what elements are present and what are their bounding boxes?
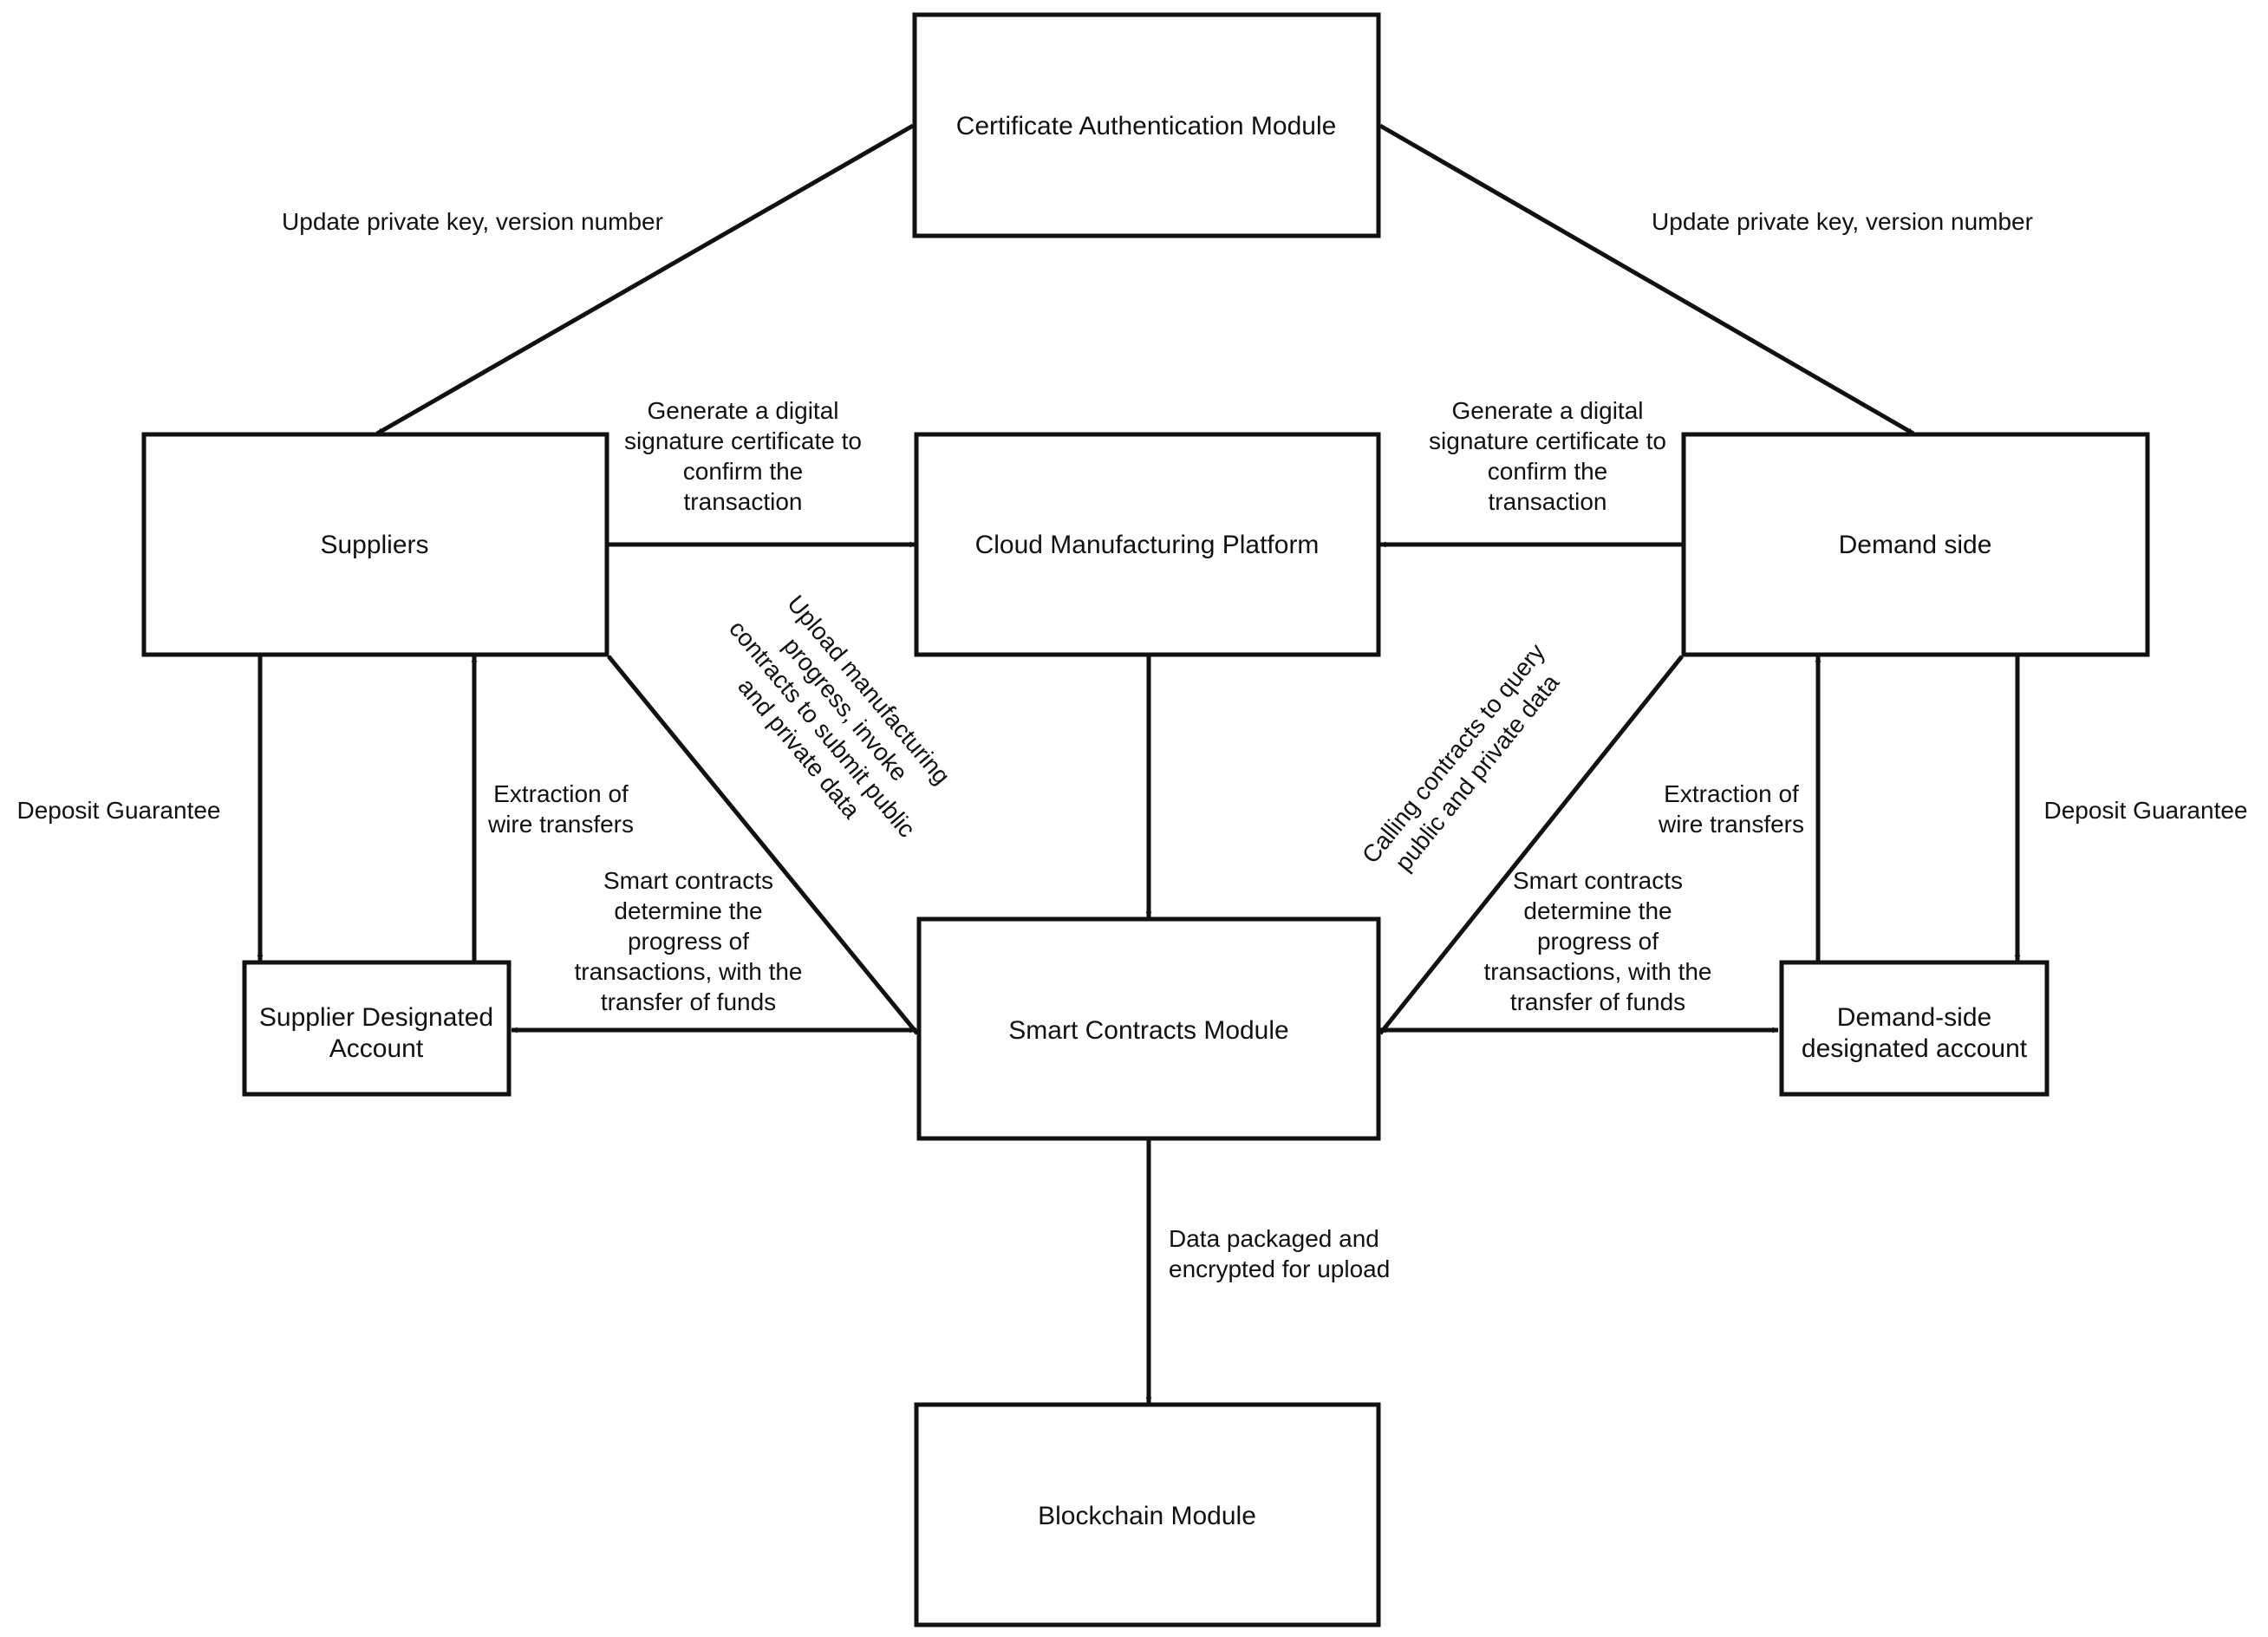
label-package-upload-line-2: encrypted for upload <box>1169 1255 1390 1282</box>
arrow-demand-to-contracts <box>1378 655 1684 1035</box>
label-extract-right-line-2: wire transfers <box>1658 811 1804 838</box>
label-sign-right: Generate a digital signature certificate… <box>1429 397 1666 515</box>
edge-query-contracts <box>1378 655 1684 1035</box>
label-sign-right-line-4: transaction <box>1489 488 1607 515</box>
node-supplier-account-label-line-1: Supplier Designated <box>259 1003 493 1032</box>
label-query-contracts-line-2: public and private data <box>1390 668 1565 876</box>
node-cloud-platform: Cloud Manufacturing Platform <box>914 432 1381 657</box>
label-sign-left-line-3: confirm the <box>683 458 804 485</box>
arrow-certificate-to-demand <box>1378 123 1915 436</box>
label-sign-left-line-1: Generate a digital <box>647 397 838 424</box>
node-demand-label: Demand side <box>1839 531 1992 559</box>
node-cloud-box <box>914 432 1381 657</box>
label-update-key-right: Update private key, version number <box>1652 208 2033 235</box>
label-funds-right-line-4: transactions, with the <box>1483 958 1711 985</box>
edge-update-key-right <box>1378 123 1915 436</box>
label-deposit-right: Deposit Guarantee <box>2043 797 2247 824</box>
node-demand-account-box <box>1779 960 2050 1097</box>
label-funds-left-line-1: Smart contracts <box>603 867 773 894</box>
node-demand-account-label-line-2: designated account <box>1802 1034 2028 1063</box>
node-smart-contracts-label: Smart Contracts Module <box>1008 1016 1288 1045</box>
label-funds-right-line-1: Smart contracts <box>1513 867 1683 894</box>
label-sign-right-line-2: signature certificate to <box>1429 427 1666 454</box>
node-supplier-account: Supplier Designated Account <box>242 960 512 1097</box>
node-suppliers: Suppliers <box>141 432 609 657</box>
node-supplier-account-label-line-2: Account <box>329 1034 424 1063</box>
node-demand-account: Demand-side designated account <box>1779 960 2050 1097</box>
label-sign-left-line-4: transaction <box>684 488 803 515</box>
label-extract-right-line-1: Extraction of <box>1664 780 1799 807</box>
label-update-key-left: Update private key, version number <box>282 208 663 235</box>
node-supplier-account-box <box>242 960 512 1097</box>
node-suppliers-box <box>141 432 609 657</box>
label-query-contracts: Calling contracts to query public and pr… <box>1357 638 1565 876</box>
node-certificate-box <box>912 12 1381 238</box>
label-query-contracts-line-1: Calling contracts to query <box>1357 638 1550 868</box>
label-funds-left-line-4: transactions, with the <box>574 958 802 985</box>
label-funds-right-line-3: progress of <box>1537 928 1659 955</box>
edge-update-key-left <box>375 123 915 436</box>
node-blockchain-module: Blockchain Module <box>914 1402 1381 1627</box>
label-sign-left: Generate a digital signature certificate… <box>624 397 862 515</box>
node-demand-account-label-line-1: Demand-side <box>1837 1003 1991 1032</box>
label-funds-left-line-5: transfer of funds <box>601 988 776 1015</box>
label-package-upload: Data packaged and encrypted for upload <box>1169 1225 1390 1282</box>
label-funds-left: Smart contracts determine the progress o… <box>574 867 802 1015</box>
node-demand-box <box>1681 432 2150 657</box>
label-extract-right: Extraction of wire transfers <box>1658 780 1804 838</box>
node-cloud-label: Cloud Manufacturing Platform <box>975 531 1320 559</box>
label-package-upload-line-1: Data packaged and <box>1169 1225 1379 1252</box>
label-funds-left-line-2: determine the <box>614 897 762 924</box>
label-funds-right-line-2: determine the <box>1523 897 1672 924</box>
label-extract-left-line-2: wire transfers <box>487 811 634 838</box>
label-extract-left: Extraction of wire transfers <box>487 780 634 838</box>
label-funds-right: Smart contracts determine the progress o… <box>1483 867 1711 1015</box>
node-smart-contracts: Smart Contracts Module <box>916 916 1381 1141</box>
node-blockchain-label: Blockchain Module <box>1038 1502 1256 1530</box>
label-funds-left-line-3: progress of <box>628 928 749 955</box>
node-blockchain-box <box>914 1402 1381 1627</box>
node-demand-side: Demand side <box>1681 432 2150 657</box>
label-funds-right-line-5: transfer of funds <box>1510 988 1685 1015</box>
node-certificate-label: Certificate Authentication Module <box>956 112 1337 140</box>
arrow-certificate-to-suppliers <box>375 123 915 436</box>
node-certificate-module: Certificate Authentication Module <box>912 12 1381 238</box>
node-suppliers-label: Suppliers <box>320 531 428 559</box>
arrow-suppliers-to-contracts <box>607 655 919 1035</box>
label-sign-right-line-3: confirm the <box>1488 458 1608 485</box>
label-extract-left-line-1: Extraction of <box>493 780 629 807</box>
node-smart-contracts-box <box>916 916 1381 1141</box>
edge-upload-progress <box>607 655 919 1035</box>
label-sign-right-line-1: Generate a digital <box>1451 397 1643 424</box>
label-deposit-left: Deposit Guarantee <box>16 797 220 824</box>
label-sign-left-line-2: signature certificate to <box>624 427 862 454</box>
